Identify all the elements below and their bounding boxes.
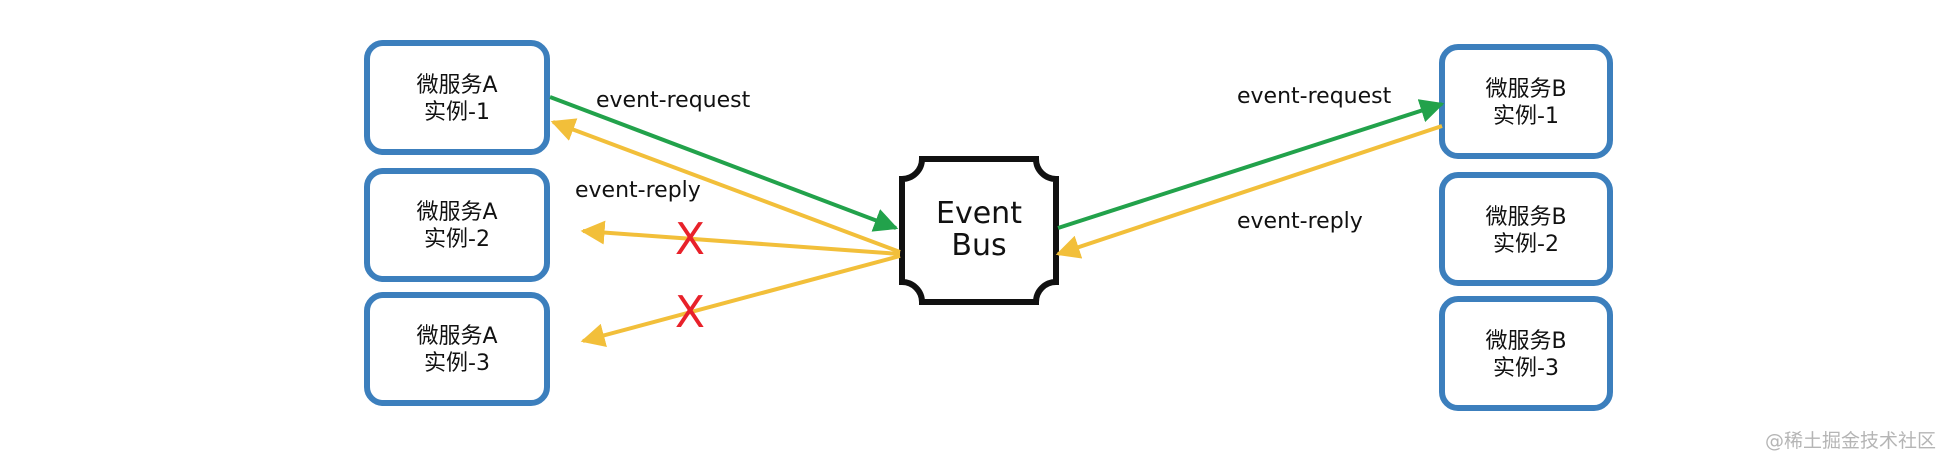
event-bus-node: Event Bus <box>899 156 1059 305</box>
node-service-b-instance-2: 微服务B 实例-2 <box>1439 172 1613 286</box>
node-a2-line1: 微服务A <box>416 200 497 225</box>
right-request-label: event-request <box>1237 84 1392 109</box>
left-reply-label: event-reply <box>575 178 701 203</box>
watermark: @稀土掘金技术社区 <box>1765 430 1936 452</box>
node-b1-line2: 实例-1 <box>1493 104 1559 129</box>
left-reply-arrow-to-a1 <box>550 118 901 254</box>
node-a3-line2: 实例-3 <box>424 351 490 376</box>
node-service-a-instance-3: 微服务A 实例-3 <box>364 292 550 406</box>
node-b2-line1: 微服务B <box>1485 205 1566 230</box>
node-service-a-instance-1: 微服务A 实例-1 <box>364 40 550 155</box>
right-reply-arrow <box>1055 124 1443 259</box>
node-b2-line2: 实例-2 <box>1493 232 1559 257</box>
left-reply-arrow-to-a3 <box>580 254 901 347</box>
node-b3-line2: 实例-3 <box>1493 356 1559 381</box>
node-b3-line1: 微服务B <box>1485 329 1566 354</box>
node-service-b-instance-3: 微服务B 实例-3 <box>1439 296 1613 411</box>
left-request-label: event-request <box>596 88 751 113</box>
node-a2-line2: 实例-2 <box>424 227 490 252</box>
node-a1-line1: 微服务A <box>416 73 497 98</box>
left-request-arrow <box>549 95 899 232</box>
blocked-reply-x-a2: X <box>675 214 705 265</box>
blocked-reply-x-a3: X <box>675 287 705 338</box>
node-service-a-instance-2: 微服务A 实例-2 <box>364 168 550 282</box>
node-a3-line1: 微服务A <box>416 324 497 349</box>
event-bus-line1: Event <box>936 196 1022 231</box>
event-bus-shape <box>899 156 1059 305</box>
right-reply-label: event-reply <box>1237 209 1363 234</box>
event-bus-line2: Bus <box>951 228 1006 263</box>
right-request-arrow <box>1057 99 1445 230</box>
node-b1-line1: 微服务B <box>1485 77 1566 102</box>
left-reply-arrow-to-a2 <box>580 220 901 256</box>
node-a1-line2: 实例-1 <box>424 100 490 125</box>
node-service-b-instance-1: 微服务B 实例-1 <box>1439 44 1613 159</box>
